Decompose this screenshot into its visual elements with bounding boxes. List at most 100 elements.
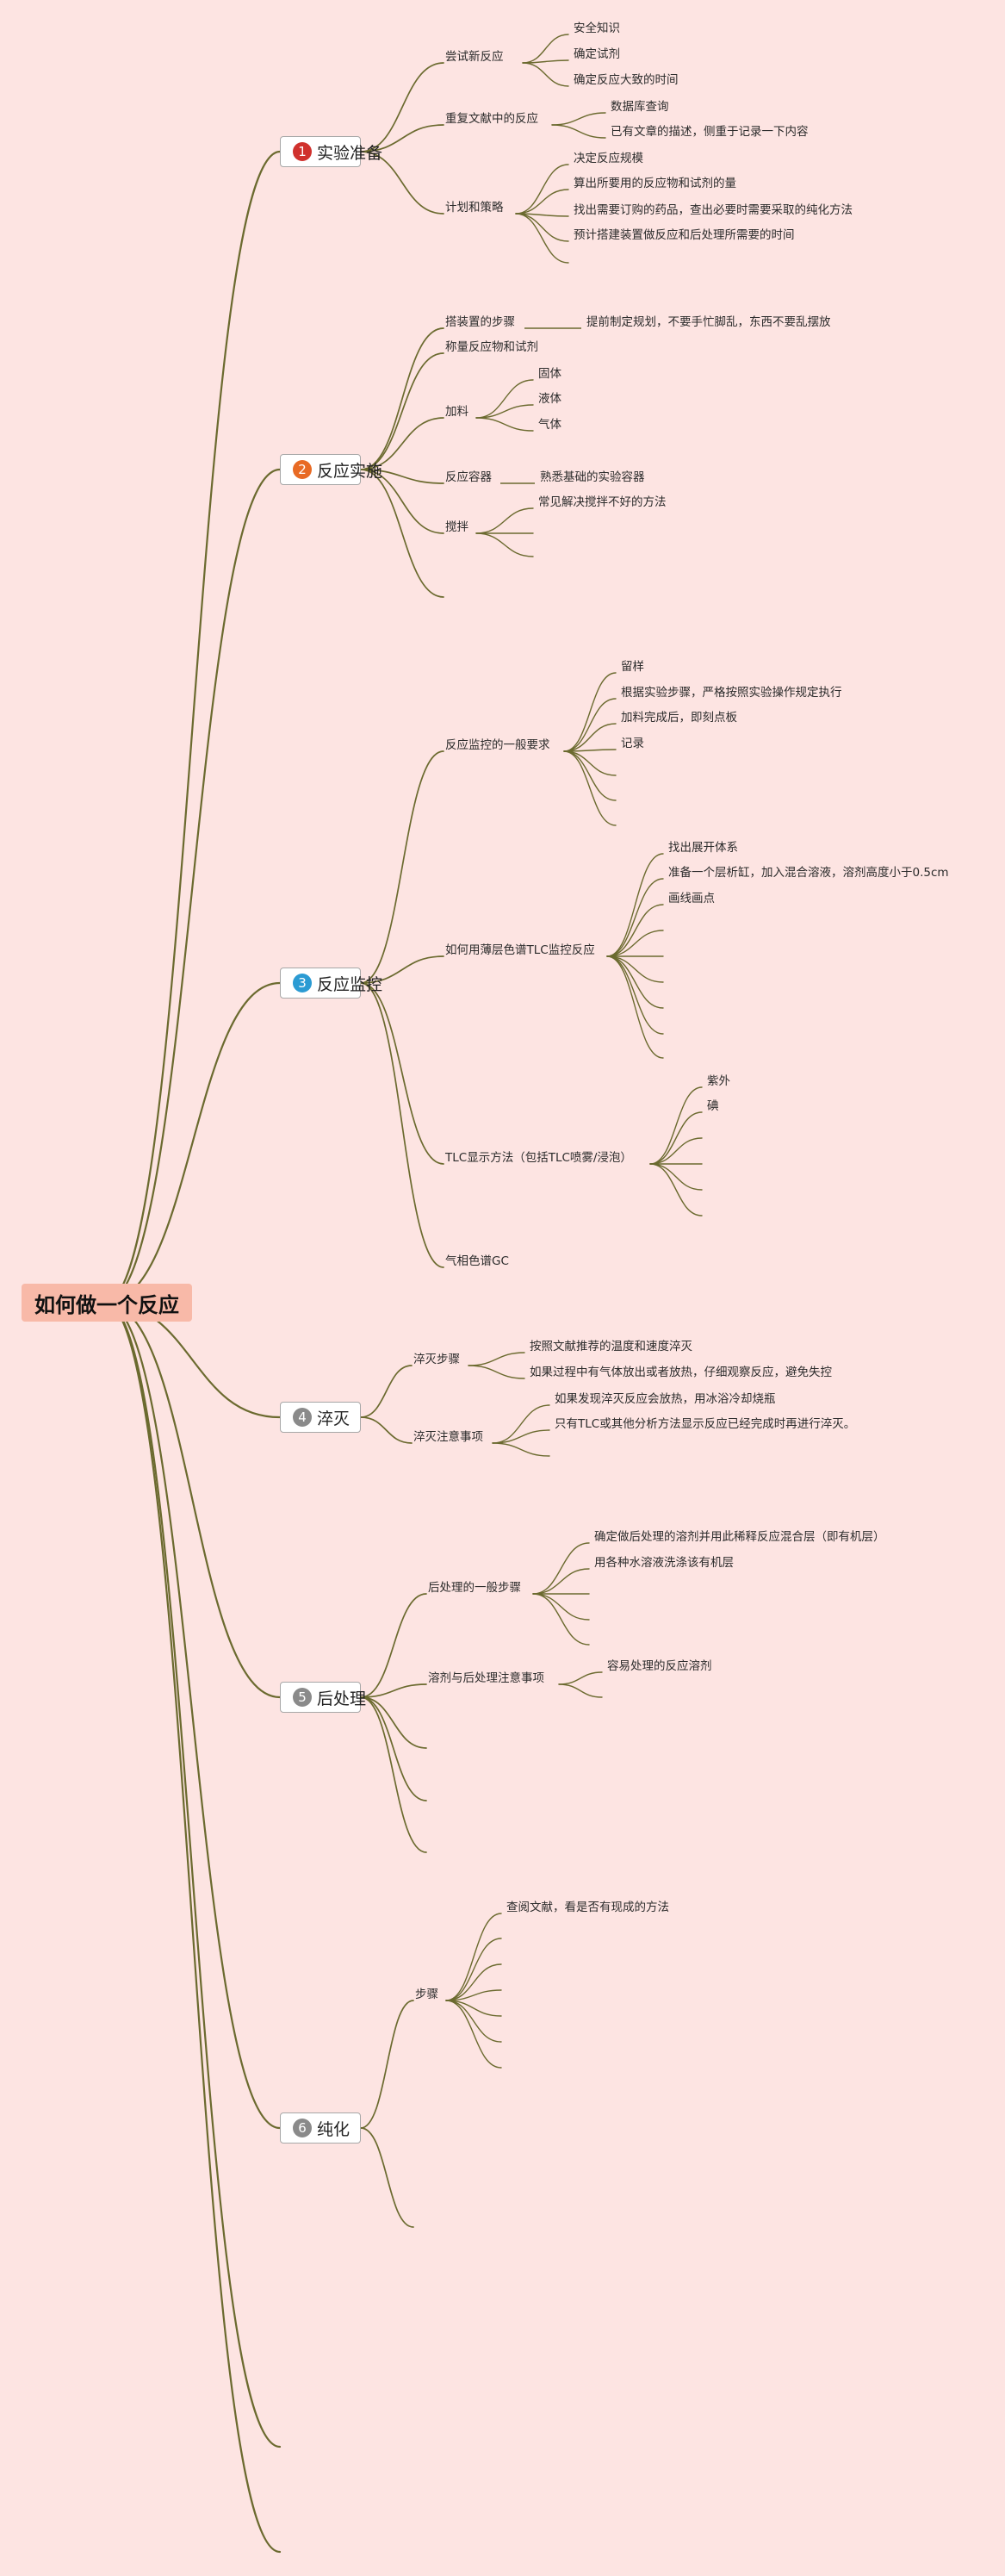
leaf-branch-line bbox=[563, 723, 617, 752]
leaf-branch-line bbox=[445, 2000, 502, 2069]
leaf-branch-line bbox=[563, 750, 617, 826]
leaf-node[interactable]: 数据库查询 bbox=[611, 100, 669, 114]
leaf-node[interactable]: 找出展开体系 bbox=[668, 841, 738, 855]
root-node[interactable]: 如何做一个反应 bbox=[22, 1284, 192, 1322]
leaf-node[interactable]: 熟悉基础的实验容器 bbox=[540, 470, 645, 484]
leaf-node[interactable]: 安全知识 bbox=[574, 22, 620, 35]
topic-node[interactable]: 溶剂与后处理注意事项 bbox=[428, 1671, 544, 1685]
leaf-node[interactable]: 根据实验步骤，严格按照实验操作规定执行 bbox=[621, 686, 842, 700]
leaf-node[interactable]: 碘 bbox=[707, 1099, 719, 1113]
leaf-node[interactable]: 液体 bbox=[538, 392, 561, 406]
topic-node[interactable]: 重复文献中的反应 bbox=[445, 112, 538, 126]
leaf-branch-line bbox=[649, 1086, 703, 1165]
sub-branch-line bbox=[360, 469, 444, 484]
leaf-branch-line bbox=[532, 1593, 590, 1646]
leaf-node[interactable]: 准备一个层析缸，加入混合溶液，溶剂高度小于0.5cm bbox=[668, 866, 949, 880]
leaf-branch-line bbox=[515, 213, 569, 264]
sub-branch-line bbox=[360, 2127, 414, 2228]
topic-node[interactable]: 计划和策略 bbox=[445, 201, 504, 215]
number-badge-icon: 6 bbox=[293, 2119, 312, 2137]
topic-node[interactable]: 搅拌 bbox=[445, 520, 468, 534]
section-label: 实验准备 bbox=[317, 143, 383, 163]
leaf-branch-line bbox=[492, 1404, 550, 1444]
topic-node[interactable]: 步骤 bbox=[415, 1988, 438, 2001]
leaf-node[interactable]: 固体 bbox=[538, 367, 561, 381]
leaf-node[interactable]: 用各种水溶液洗涤该有机层 bbox=[594, 1556, 734, 1570]
leaf-branch-line bbox=[475, 507, 534, 534]
leaf-node[interactable]: 留样 bbox=[621, 660, 644, 674]
leaf-branch-line bbox=[475, 417, 534, 432]
topic-node[interactable]: 反应监控的一般要求 bbox=[445, 738, 550, 752]
topic-node[interactable]: 加料 bbox=[445, 405, 468, 419]
section-node-6[interactable]: 6 纯化 bbox=[280, 2112, 361, 2144]
main-branch-line bbox=[103, 150, 282, 1304]
leaf-node[interactable]: 常见解决搅拌不好的方法 bbox=[538, 495, 667, 509]
leaf-branch-line bbox=[551, 112, 606, 126]
leaf-branch-line bbox=[606, 930, 664, 957]
leaf-node[interactable]: 加料完成后，即刻点板 bbox=[621, 711, 737, 725]
leaf-node[interactable]: 按照文献推荐的温度和速度淬灭 bbox=[530, 1340, 692, 1353]
topic-node[interactable]: 反应容器 bbox=[445, 470, 492, 484]
leaf-node[interactable]: 找出需要订购的药品，查出必要时需要采取的纯化方法 bbox=[574, 203, 853, 217]
topic-node[interactable]: 气相色谱GC bbox=[445, 1254, 509, 1268]
leaf-branch-line bbox=[606, 955, 664, 983]
topic-node[interactable]: 称量反应物和试剂 bbox=[445, 340, 538, 354]
topic-node[interactable]: 尝试新反应 bbox=[445, 50, 504, 64]
leaf-branch-line bbox=[563, 698, 617, 752]
leaf-node[interactable]: 紫外 bbox=[707, 1074, 730, 1088]
leaf-node[interactable]: 确定做后处理的溶剂并用此稀释反应混合层（即有机层） bbox=[594, 1530, 885, 1544]
leaf-node[interactable]: 如果发现淬灭反应会放热，用冰浴冷却烧瓶 bbox=[555, 1392, 776, 1406]
leaf-node[interactable]: 画线画点 bbox=[668, 892, 715, 905]
main-branch-line bbox=[103, 468, 282, 1304]
main-branch-line bbox=[103, 1301, 282, 2554]
leaf-node[interactable]: 提前制定规划，不要手忙脚乱，东西不要乱摆放 bbox=[586, 315, 831, 329]
leaf-node[interactable]: 只有TLC或其他分析方法显示反应已经完成时再进行淬灭。 bbox=[555, 1417, 856, 1431]
leaf-branch-line bbox=[445, 1938, 502, 2001]
topic-node[interactable]: 淬灭步骤 bbox=[413, 1353, 460, 1366]
leaf-branch-line bbox=[606, 878, 664, 957]
main-branch-line bbox=[103, 1301, 282, 2130]
leaf-branch-line bbox=[563, 750, 617, 801]
topic-node[interactable]: 淬灭注意事项 bbox=[413, 1430, 483, 1444]
leaf-branch-line bbox=[532, 1593, 590, 1621]
leaf-node[interactable]: 记录 bbox=[621, 737, 644, 750]
sub-branch-line bbox=[360, 469, 444, 598]
leaf-branch-line bbox=[606, 955, 664, 1059]
leaf-branch-line bbox=[606, 955, 664, 1035]
leaf-node[interactable]: 决定反应规模 bbox=[574, 152, 643, 165]
leaf-branch-line bbox=[649, 1111, 703, 1165]
leaf-branch-line bbox=[563, 672, 617, 752]
topic-node[interactable]: 如何用薄层色谱TLC监控反应 bbox=[445, 943, 595, 957]
leaf-branch-line bbox=[468, 1352, 525, 1366]
leaf-node[interactable]: 预计搭建装置做反应和后处理所需要的时间 bbox=[574, 228, 795, 242]
leaf-node[interactable]: 算出所要用的反应物和试剂的量 bbox=[574, 177, 736, 190]
leaf-node[interactable]: 气体 bbox=[538, 418, 561, 432]
leaf-branch-line bbox=[475, 379, 534, 419]
leaf-branch-line bbox=[532, 1568, 590, 1595]
sub-branch-line bbox=[360, 62, 444, 152]
section-label: 反应实施 bbox=[317, 461, 383, 481]
section-label: 后处理 bbox=[317, 1689, 367, 1708]
sub-branch-line bbox=[360, 2000, 414, 2129]
leaf-node[interactable]: 确定反应大致的时间 bbox=[574, 73, 679, 87]
leaf-node[interactable]: 已有文章的描述，侧重于记录一下内容 bbox=[611, 125, 809, 139]
topic-node[interactable]: 搭装置的步骤 bbox=[445, 315, 515, 329]
section-label: 纯化 bbox=[317, 2119, 351, 2139]
sub-branch-line bbox=[360, 1365, 413, 1418]
leaf-node[interactable]: 如果过程中有气体放出或者放热，仔细观察反应，避免失控 bbox=[530, 1366, 832, 1379]
topic-node[interactable]: TLC显示方法（包括TLC喷雾/浸泡） bbox=[445, 1151, 632, 1165]
sub-branch-line bbox=[360, 982, 444, 1165]
leaf-branch-line bbox=[522, 62, 569, 87]
leaf-node[interactable]: 查阅文献，看是否有现成的方法 bbox=[506, 1901, 669, 1914]
leaf-node[interactable]: 确定试剂 bbox=[574, 47, 620, 61]
section-label: 反应监控 bbox=[317, 974, 383, 994]
leaf-branch-line bbox=[475, 404, 534, 419]
leaf-branch-line bbox=[606, 853, 664, 957]
leaf-node[interactable]: 容易处理的反应溶剂 bbox=[607, 1659, 712, 1673]
topic-node[interactable]: 后处理的一般步骤 bbox=[428, 1581, 521, 1595]
